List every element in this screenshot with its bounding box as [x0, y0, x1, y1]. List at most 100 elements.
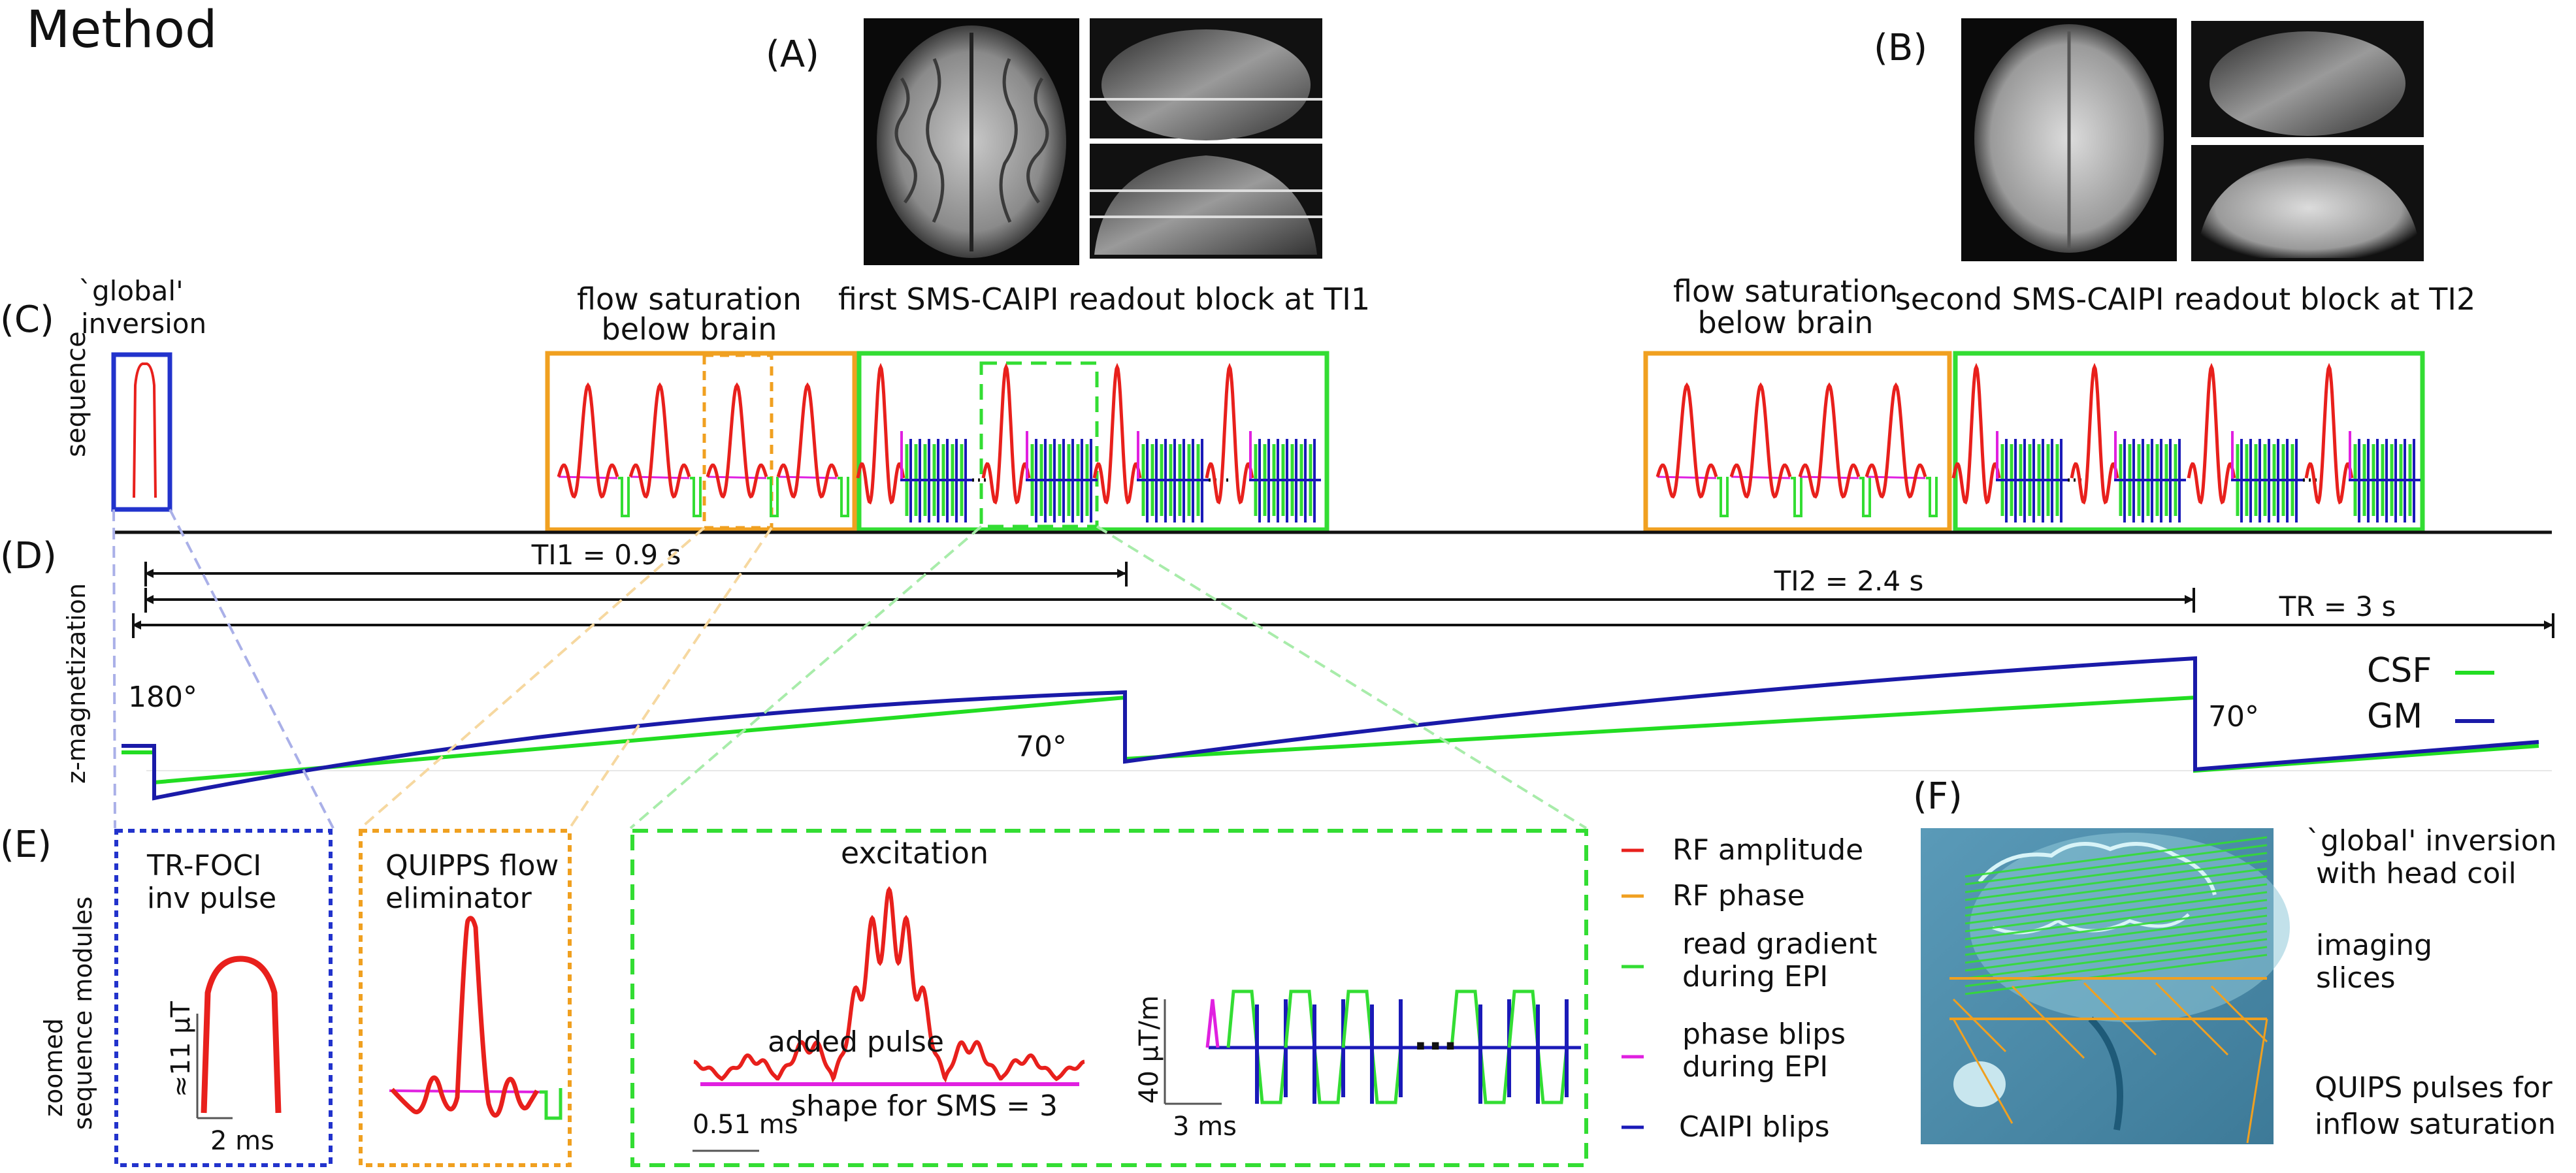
epi-gradient-train: [1205, 989, 1581, 1104]
trfoci-box: [114, 829, 333, 1167]
sequence-row-label: sequence: [61, 331, 91, 457]
readout-rf-pulse: [856, 362, 905, 505]
flow-sat-1-label-2: below brain: [602, 312, 777, 347]
legend-phase-blips-1: phase blips: [1682, 1018, 1846, 1051]
sat-rf-pulse: [628, 382, 691, 499]
z-magnetization-row-label: z-magnetization: [62, 583, 91, 784]
trfoci-title-1: TR-FOCI: [146, 849, 261, 882]
global-inversion-box: [111, 352, 172, 512]
imaging-slice-line: [1965, 930, 2268, 972]
flow-saturation-pulses-2: [1655, 382, 1938, 517]
readout-block-2-pulses: [1951, 362, 2421, 522]
imaging-slice-line: [1965, 922, 2268, 964]
readout-rf-pulse: [2070, 362, 2119, 505]
sat-rf-pulse: [1729, 382, 1792, 499]
legend-read-gradient-1: read gradient: [1682, 927, 1877, 961]
sat-gradient: [1791, 477, 1802, 517]
flow-saturation-pulses-1: [557, 382, 849, 517]
flow-sat-2-label-1: flow saturation: [1673, 274, 1898, 309]
quipps-pulse: [389, 916, 562, 1120]
readout-zoom-box: [979, 361, 1099, 528]
panel-label-c: (C): [0, 298, 54, 341]
panel-label-e: (E): [0, 824, 52, 866]
csf-curve: [122, 695, 2539, 785]
imaging-slice-line: [1965, 852, 2268, 893]
gm-curve: [122, 656, 2539, 801]
inversion-pulse: [133, 362, 157, 498]
ti1-label: TI1 = 0.9 s: [531, 539, 681, 571]
epi-phase-prephaser: [1205, 999, 1220, 1048]
readout-rf-pulse: [1205, 362, 1254, 505]
modules-legend: RF amplitude RF phase read gradient duri…: [1622, 833, 1877, 1144]
trfoci-y-scale: ≈11 µT: [166, 1001, 196, 1097]
panel-label-d: (D): [0, 535, 57, 577]
zoomed-modules-label-2: sequence modules: [69, 897, 97, 1130]
ti2-label: TI2 = 2.4 s: [1774, 565, 1924, 597]
flip-70-label-2: 70°: [2208, 700, 2259, 733]
readout-1-label: first SMS-CAIPI readout block at TI1: [838, 281, 1370, 317]
epi-y-scale: 40 µT/m: [1134, 995, 1164, 1104]
flow-sat-1-label-1: flow saturation: [577, 281, 802, 317]
sat-gradient: [690, 477, 702, 517]
added-pulse-label-2: shape for SMS = 3: [791, 1089, 1058, 1123]
sat-rf-pulse: [706, 382, 768, 499]
imaging-slice-line: [1965, 914, 2268, 956]
sat-gradient: [767, 477, 779, 517]
legend-csf-label: CSF: [2367, 651, 2432, 690]
sat-gradient: [1717, 477, 1729, 517]
mri-images-a: [864, 18, 1322, 265]
imaging-slice-line: [1965, 954, 2268, 995]
excitation-label: excitation: [841, 835, 988, 871]
sat-gradient: [1926, 477, 1938, 517]
zoomed-modules-label-1: zoomed: [39, 1018, 68, 1117]
f-inversion-label-1: `global' inversion: [2306, 824, 2557, 858]
sat-rf-pulse: [1798, 382, 1861, 499]
added-pulse-label-1: added pulse: [768, 1025, 944, 1059]
readout-rf-pulse: [2187, 362, 2236, 505]
flow-saturation-box-2: [1643, 351, 1952, 532]
readout-block-1-pulses: [856, 362, 1321, 522]
global-inversion-label-1: `global': [78, 275, 184, 307]
sat-rf-pulse: [1655, 382, 1718, 499]
imaging-slice-line: [1965, 836, 2268, 878]
legend-rf-phase: RF phase: [1672, 879, 1805, 912]
sat-rf-pulse: [557, 382, 619, 499]
f-inversion-label-2: with head coil: [2316, 857, 2517, 890]
legend-phase-blips-2: during EPI: [1682, 1050, 1828, 1084]
readout-rf-pulse: [2304, 362, 2354, 505]
imaging-slice-line: [1965, 891, 2268, 933]
epi-ellipsis: ···: [1413, 1023, 1458, 1069]
flip-70-label-1: 70°: [1016, 730, 1067, 763]
mri-images-b: [1961, 18, 2424, 261]
sat-rf-pulse: [1865, 382, 1927, 499]
imaging-slice-line: [1965, 860, 2268, 901]
readout-rf-pulse: [1092, 362, 1142, 505]
imaging-slice-line: [1965, 867, 2268, 909]
flow-sat-2-label-2: below brain: [1698, 305, 1874, 340]
f-quips-label-1: QUIPS pulses for: [2315, 1071, 2553, 1104]
panel-label-a: (A): [766, 33, 819, 76]
sagittal-slab-image: [1921, 828, 2290, 1144]
imaging-slice-line: [1965, 875, 2268, 917]
sat-gradient: [618, 477, 630, 517]
excitation-pulse: [693, 886, 1085, 1083]
sat-gradient: [1859, 477, 1871, 517]
quipps-title-2: eliminator: [385, 882, 532, 915]
trfoci-title-2: inv pulse: [147, 882, 276, 915]
excitation-epi-box: [630, 829, 1588, 1167]
f-imaging-label-1: imaging: [2316, 929, 2432, 962]
excitation-x-scale: 0.51 ms: [693, 1110, 798, 1140]
method-title: Method: [26, 1, 218, 59]
imaging-slice-line: [1965, 899, 2268, 940]
flip-180-label: 180°: [128, 681, 197, 714]
trfoci-pulse: [201, 956, 282, 1114]
panel-label-b: (B): [1874, 27, 1927, 69]
tr-label: TR = 3 s: [2279, 590, 2396, 622]
readout-2-label: second SMS-CAIPI readout block at TI2: [1895, 281, 2475, 317]
global-inversion-label-2: inversion: [81, 308, 206, 340]
readout-block-2-box: [1953, 351, 2425, 532]
quipps-title-1: QUIPPS flow: [385, 849, 559, 882]
legend-read-gradient-2: during EPI: [1682, 960, 1828, 993]
imaging-slice-line: [1965, 844, 2268, 886]
panel-label-f: (F): [1913, 775, 1963, 818]
